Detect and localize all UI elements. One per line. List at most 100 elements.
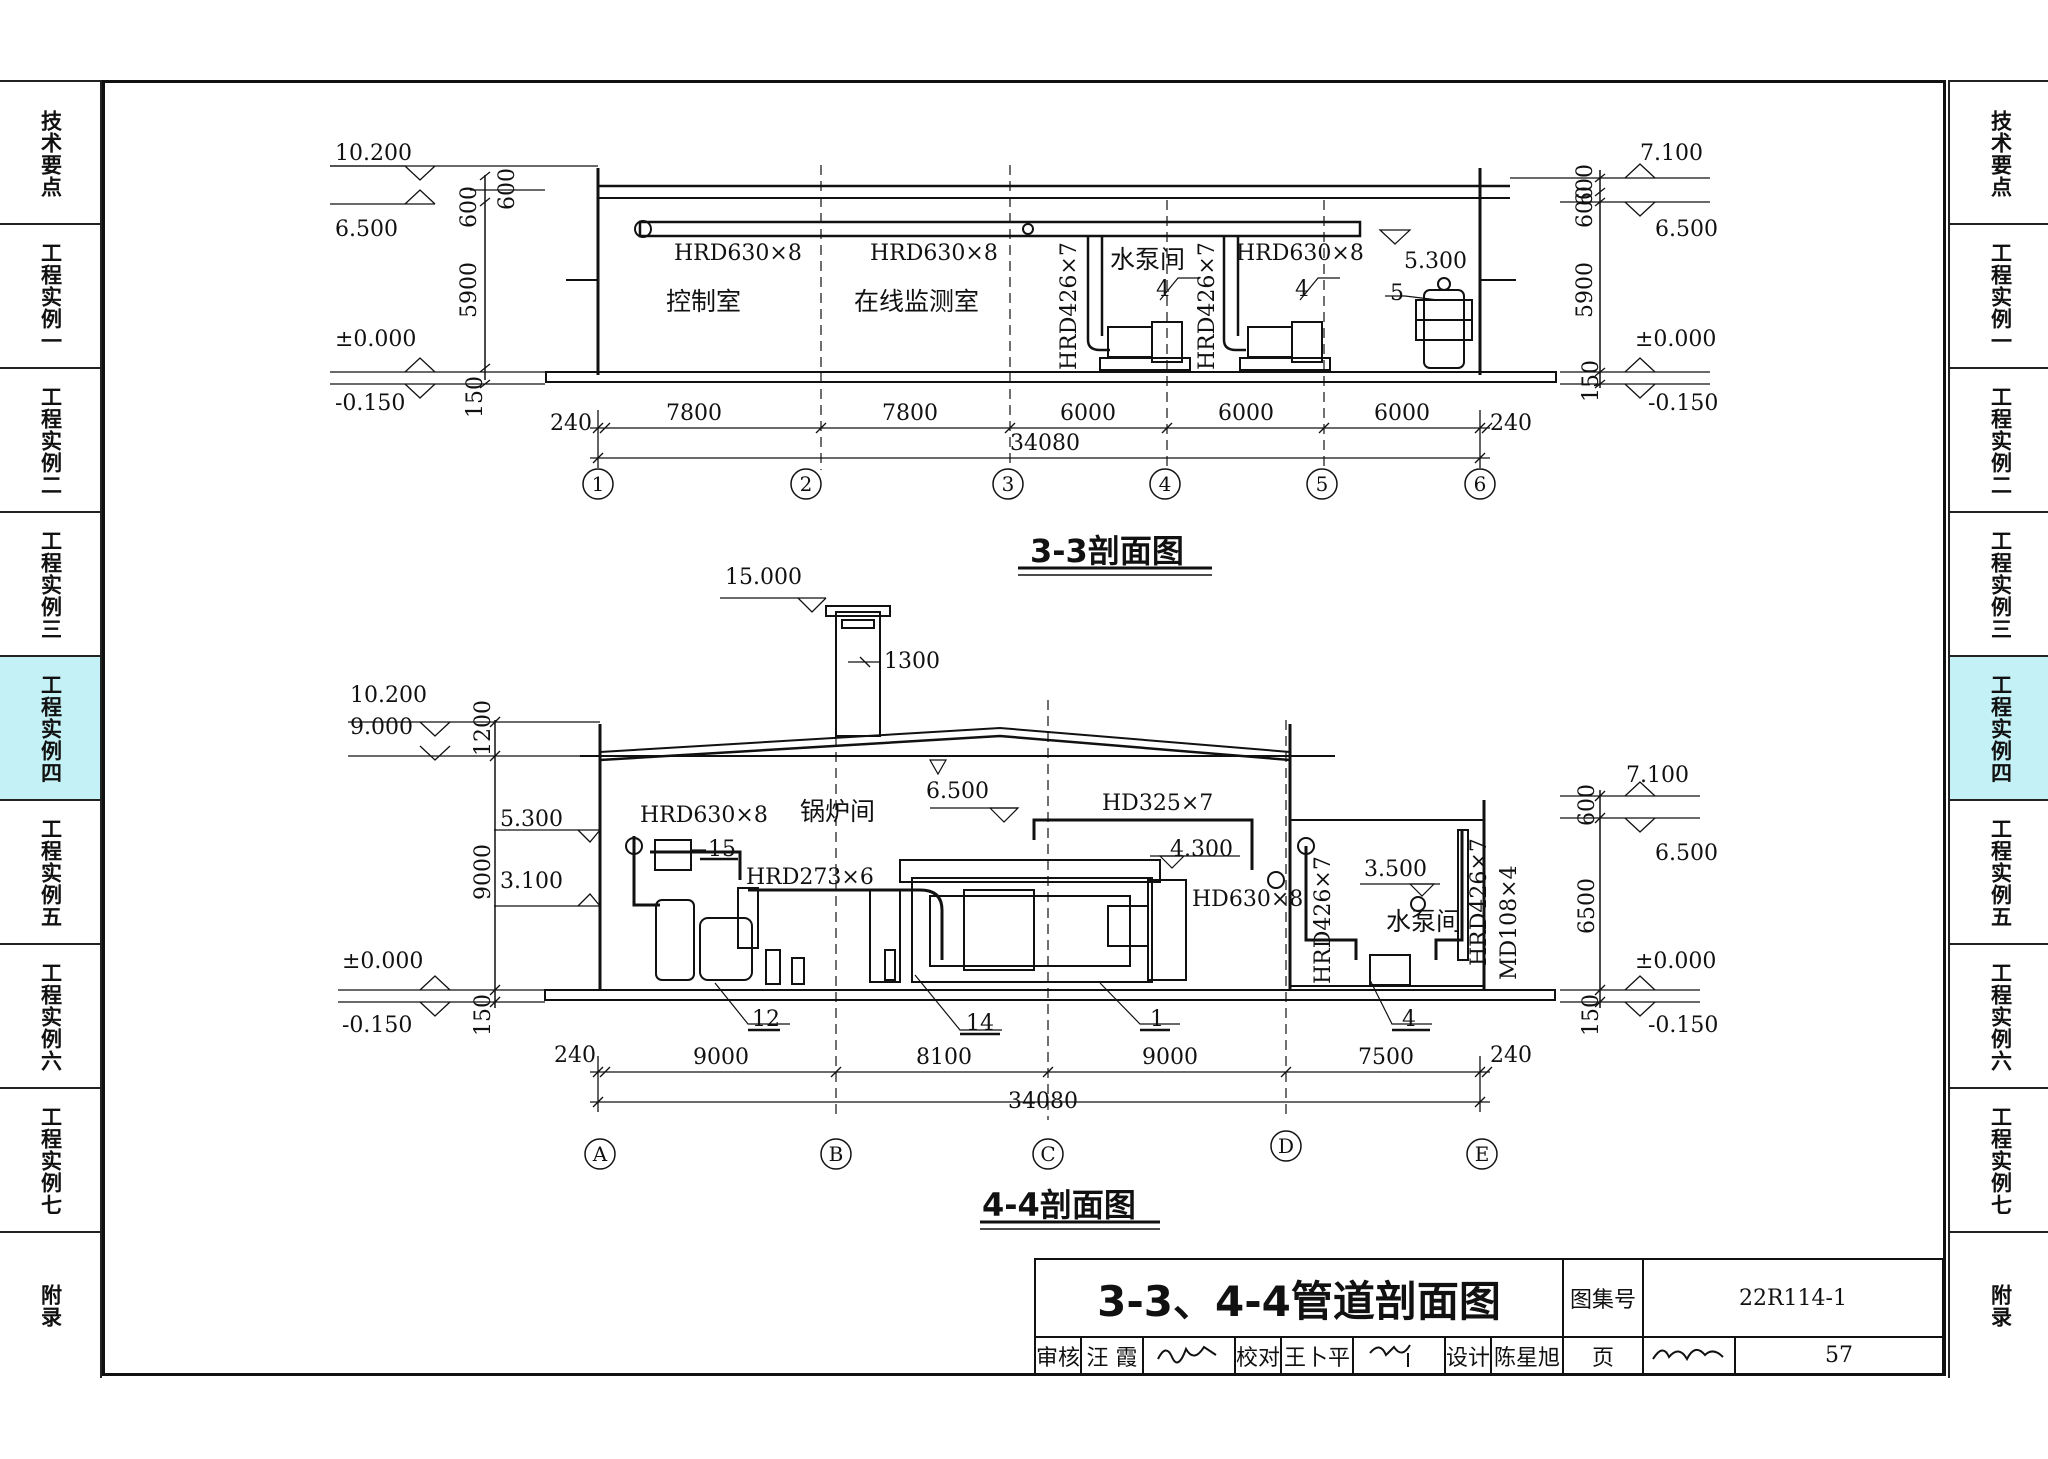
roof — [599, 734, 1291, 762]
room-label: 在线监测室 — [854, 287, 979, 316]
pipe-end — [1267, 871, 1285, 889]
tab-label: 工程实例六 — [38, 962, 63, 1072]
dim-label: 9000 — [471, 844, 496, 900]
axis-label: A — [592, 1142, 608, 1166]
atlas-label: 图集号 — [1562, 1258, 1644, 1338]
dim-label: 8100 — [916, 1045, 972, 1070]
elev-label: 5.300 — [1404, 249, 1467, 274]
check-name: 王卜平 — [1280, 1336, 1354, 1375]
axis-label: B — [829, 1142, 844, 1166]
left-elevation-marks — [338, 597, 880, 1017]
pipe-label: HRD426×7 — [1467, 838, 1492, 966]
pipe-label: HD325×7 — [1102, 791, 1213, 816]
page-label: 页 — [1562, 1336, 1644, 1375]
tab-case-1[interactable]: 工程实例一 — [0, 223, 102, 369]
dim-total: 34080 — [1010, 431, 1080, 456]
leaders — [690, 849, 1432, 1031]
dim-label: 7500 — [1358, 1045, 1414, 1070]
equipment-tag: 14 — [966, 1011, 994, 1036]
tab-label: 工程实例三 — [38, 530, 63, 640]
equipment-tag: 15 — [708, 837, 736, 862]
section-3-3-labels: 10.200 6.500 ±0.000 -0.150 7.100 6.500 ±… — [335, 141, 1718, 570]
elev-label: 5.300 — [500, 807, 563, 832]
pipe-support — [1022, 223, 1034, 235]
axis-bubbles — [584, 1130, 1498, 1170]
axis-label: 4 — [1159, 472, 1172, 496]
dimension-lines — [590, 1056, 1493, 1112]
tab-label: 工程实例七 — [1988, 1106, 2013, 1216]
review-name: 汪 霞 — [1080, 1336, 1144, 1375]
pipe-label: HRD630×8 — [674, 241, 802, 266]
floor-slab — [544, 989, 1556, 1001]
riser-pipe — [1086, 236, 1110, 352]
tab-label: 工程实例三 — [1988, 530, 2013, 640]
tab-label: 工程实例一 — [38, 242, 63, 352]
left-elevation-marks — [330, 165, 598, 399]
tab-tech-points[interactable]: 技术要点 — [0, 80, 102, 225]
dim-label: 1300 — [884, 649, 940, 674]
axis-lines — [835, 700, 1287, 1120]
tab-case-1[interactable]: 工程实例一 — [1948, 223, 2048, 369]
dim-label: 9000 — [693, 1045, 749, 1070]
tag-underlines — [700, 857, 1430, 1036]
tab-case-4[interactable]: 工程实例四 — [0, 655, 102, 801]
elev-label: 10.200 — [350, 683, 427, 708]
chimney-cap — [825, 605, 891, 617]
dim-label: 600 — [1573, 164, 1598, 206]
floor-slab — [545, 371, 1557, 383]
elev-label: ±0.000 — [335, 327, 416, 352]
axis-label: C — [1040, 1142, 1055, 1166]
tab-label: 技术要点 — [38, 109, 63, 198]
dim-label: 6000 — [1218, 401, 1274, 426]
dim-total: 34080 — [1008, 1089, 1078, 1114]
tab-case-3[interactable]: 工程实例三 — [1948, 511, 2048, 657]
dim-label: 7800 — [666, 401, 722, 426]
tab-case-4[interactable]: 工程实例四 — [1948, 655, 2048, 801]
pipe-end — [625, 837, 643, 855]
check-label: 校对 — [1234, 1336, 1282, 1375]
pump-equipment — [1099, 321, 1331, 371]
tab-label: 工程实例五 — [38, 818, 63, 928]
tab-case-2[interactable]: 工程实例二 — [0, 367, 102, 513]
elev-label: 4.300 — [1170, 837, 1233, 862]
dim-label: 6000 — [1060, 401, 1116, 426]
elev-label: 6.500 — [1655, 217, 1718, 242]
elev-label: -0.150 — [335, 391, 405, 416]
elevation-mark — [1378, 229, 1412, 245]
dim-label: 7800 — [882, 401, 938, 426]
tab-case-3[interactable]: 工程实例三 — [0, 511, 102, 657]
tab-case-6[interactable]: 工程实例六 — [0, 943, 102, 1089]
dim-label: 600 — [495, 168, 520, 210]
dim-label: 150 — [1579, 994, 1604, 1036]
tab-label: 技术要点 — [1988, 109, 2013, 198]
tab-case-5[interactable]: 工程实例五 — [1948, 799, 2048, 945]
elev-label: 6.500 — [926, 779, 989, 804]
tab-appendix[interactable]: 附录 — [0, 1231, 102, 1378]
tab-tech-points[interactable]: 技术要点 — [1948, 80, 2048, 225]
dim-label: 240 — [1490, 1043, 1532, 1068]
tab-appendix[interactable]: 附录 — [1948, 1231, 2048, 1378]
dim-label: 240 — [554, 1043, 596, 1068]
room-label: 锅炉间 — [800, 797, 875, 826]
elev-label: 7.100 — [1640, 141, 1703, 166]
tab-case-2[interactable]: 工程实例二 — [1948, 367, 2048, 513]
tab-case-7[interactable]: 工程实例七 — [1948, 1087, 2048, 1233]
tab-case-5[interactable]: 工程实例五 — [0, 799, 102, 945]
dim-label: 600 — [1575, 784, 1600, 826]
tab-case-6[interactable]: 工程实例六 — [1948, 943, 2048, 1089]
tab-label: 工程实例一 — [1988, 242, 2013, 352]
check-signature — [1352, 1336, 1446, 1375]
axis-bubbles — [582, 468, 1496, 500]
equipment-tag: 4 — [1295, 277, 1309, 302]
axis-label: D — [1278, 1134, 1294, 1158]
section-title: 3-3剖面图 — [1030, 532, 1184, 570]
title-block: 3-3、4-4管道剖面图 图集号 22R114-1 审核 汪 霞 校对 王卜平 … — [1034, 1258, 1944, 1375]
main-pipe — [638, 220, 1362, 238]
elev-label: ±0.000 — [1635, 949, 1716, 974]
pipe-label: HRD630×8 — [870, 241, 998, 266]
axis-label: 2 — [800, 472, 813, 496]
tab-case-7[interactable]: 工程实例七 — [0, 1087, 102, 1233]
pipe-label: MD108×4 — [1497, 865, 1522, 980]
pipe-end — [1297, 837, 1315, 855]
